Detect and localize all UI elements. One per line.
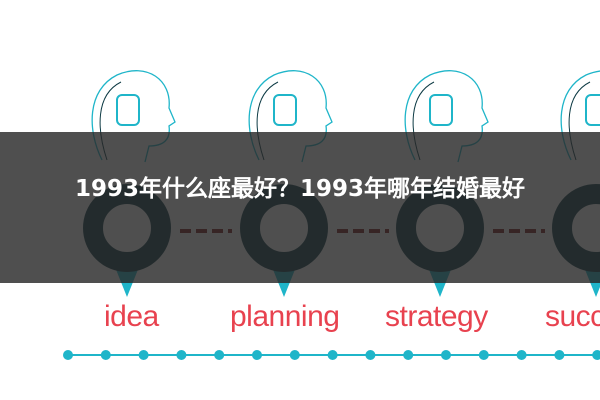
timeline-dot (176, 350, 187, 360)
timeline-dot (138, 350, 149, 360)
head-outline (560, 70, 600, 161)
timeline-dot (214, 350, 225, 360)
timeline-dot (100, 350, 111, 360)
chess-pieces-icon (429, 94, 453, 126)
timeline-dot (592, 350, 600, 360)
step-label-idea: idea (104, 300, 159, 333)
timeline-dot (478, 350, 489, 360)
title-overlay (0, 132, 600, 283)
lightbulb-icon (116, 94, 140, 126)
handshake-icon (585, 94, 600, 126)
step-label-strategy: strategy (385, 300, 488, 333)
timeline-dot (327, 350, 338, 360)
page-title: 1993年什么座最好？1993年哪年结婚最好 (74, 176, 526, 202)
timeline-dot (403, 350, 414, 360)
timeline-dot (516, 350, 527, 360)
timeline-dot (63, 350, 73, 360)
timeline-dot (441, 350, 451, 360)
step-label-planning: planning (230, 300, 340, 333)
step-label-success: succ (545, 300, 600, 333)
timeline-dot (554, 350, 565, 360)
timeline-dot (365, 350, 376, 360)
timeline-dot (252, 350, 262, 360)
timeline-dot (289, 350, 300, 360)
document-chart-icon (273, 94, 297, 126)
